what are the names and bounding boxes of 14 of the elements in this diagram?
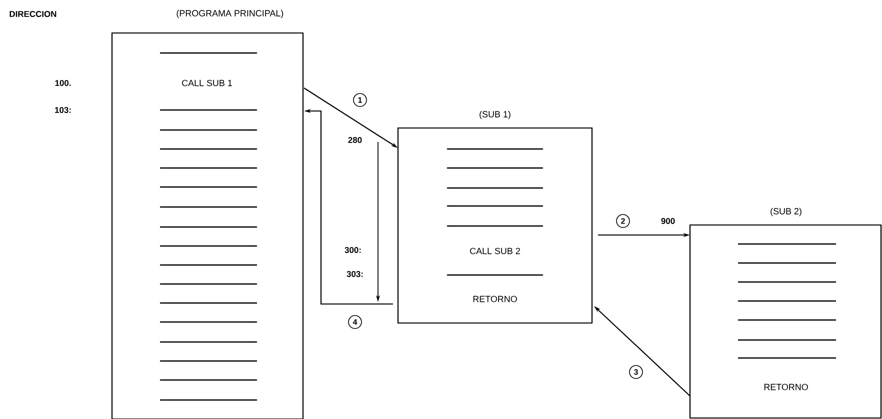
code-text: RETORNO <box>764 384 808 390</box>
column-heading: DIRECCION <box>10 11 56 17</box>
address-label: 100. <box>55 80 71 86</box>
box-heading: (PROGRAMA PRINCIPAL) <box>176 10 284 18</box>
code-text: CALL SUB 2 <box>470 248 520 254</box>
address-label: 303: <box>346 271 363 277</box>
code-text: RETORNO <box>473 296 517 302</box>
code-text: CALL SUB 1 <box>182 80 232 86</box>
address-label: 900 <box>661 218 675 224</box>
box-heading: (SUB 1) <box>480 110 510 120</box>
box-heading: (SUB 2) <box>770 208 802 216</box>
address-label: 300: <box>344 247 361 253</box>
address-label: 280 <box>348 137 362 143</box>
address-label: 103: <box>55 107 71 113</box>
